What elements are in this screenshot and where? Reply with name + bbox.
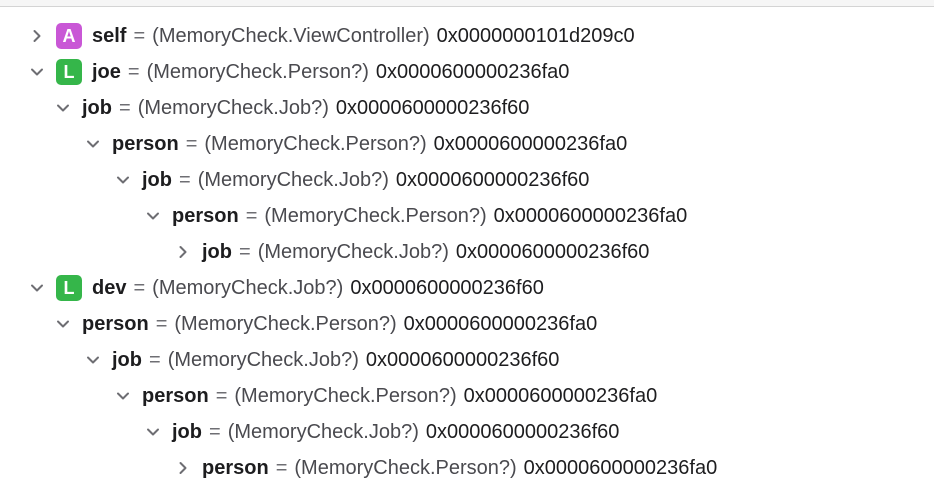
variable-type: (MemoryCheck.ViewController) [152, 24, 430, 47]
memory-address: 0x0000600000236fa0 [493, 204, 688, 227]
variable-type: (MemoryCheck.Job?) [137, 96, 329, 119]
top-divider [0, 0, 934, 7]
variable-name: joe [92, 60, 121, 83]
memory-address: 0x0000600000236fa0 [433, 132, 628, 155]
variable-row[interactable]: person = (MemoryCheck.Person?) 0x0000600000… [0, 198, 934, 234]
memory-address: 0x0000600000236f60 [335, 96, 530, 119]
variable-name: job [142, 168, 172, 191]
memory-address: 0x0000600000236f60 [455, 240, 650, 263]
variable-row[interactable]: job = (MemoryCheck.Job?) 0x0000600000236f60 [0, 234, 934, 270]
equals-sign: = [179, 168, 191, 191]
chevron-down-icon[interactable] [146, 209, 160, 223]
equals-sign: = [127, 60, 140, 83]
equals-sign: = [215, 384, 228, 407]
memory-address: 0x0000600000236fa0 [523, 456, 718, 479]
equals-sign: = [275, 456, 288, 479]
local-badge-icon: L [56, 275, 82, 301]
variable-type: (MemoryCheck.Person?) [146, 60, 369, 83]
equals-sign: = [185, 132, 198, 155]
variable-type: (MemoryCheck.Person?) [234, 384, 457, 407]
chevron-down-icon[interactable] [56, 101, 70, 115]
variable-row[interactable]: person = (MemoryCheck.Person?) 0x0000600000… [0, 306, 934, 342]
variable-type: (MemoryCheck.Job?) [197, 168, 389, 191]
variable-row[interactable]: person = (MemoryCheck.Person?) 0x0000600000… [0, 450, 934, 486]
variable-name: self [92, 24, 127, 47]
equals-sign: = [239, 240, 251, 263]
variable-name: person [142, 384, 209, 407]
chevron-down-icon[interactable] [146, 425, 160, 439]
variable-name: job [112, 348, 142, 371]
chevron-right-icon[interactable] [30, 29, 44, 43]
chevron-down-icon[interactable] [56, 317, 70, 331]
chevron-down-icon[interactable] [86, 137, 100, 151]
chevron-down-icon[interactable] [116, 389, 130, 403]
variable-name: person [202, 456, 269, 479]
chevron-down-icon[interactable] [30, 281, 44, 295]
variable-type: (MemoryCheck.Job?) [227, 420, 419, 443]
variable-name: person [172, 204, 239, 227]
variable-type: (MemoryCheck.Person?) [294, 456, 517, 479]
variable-row[interactable]: job = (MemoryCheck.Job?) 0x0000600000236f60 [0, 342, 934, 378]
memory-address: 0x0000600000236f60 [395, 168, 590, 191]
variable-name: job [82, 96, 112, 119]
memory-address: 0x0000600000236fa0 [403, 312, 598, 335]
variable-row[interactable]: person = (MemoryCheck.Person?) 0x0000600000… [0, 378, 934, 414]
variable-name: job [172, 420, 202, 443]
memory-address: 0x0000600000236f60 [425, 420, 620, 443]
equals-sign: = [155, 312, 168, 335]
variable-row[interactable]: job = (MemoryCheck.Job?) 0x0000600000236f60 [0, 90, 934, 126]
chevron-down-icon[interactable] [86, 353, 100, 367]
variable-row[interactable]: job = (MemoryCheck.Job?) 0x0000600000236f60 [0, 162, 934, 198]
memory-address: 0x0000600000236fa0 [463, 384, 658, 407]
equals-sign: = [133, 276, 146, 299]
chevron-down-icon[interactable] [116, 173, 130, 187]
variable-name: dev [92, 276, 127, 299]
equals-sign: = [119, 96, 131, 119]
variable-type: (MemoryCheck.Person?) [174, 312, 397, 335]
variable-name: person [82, 312, 149, 335]
variable-type: (MemoryCheck.Person?) [204, 132, 427, 155]
memory-address: 0x0000600000236f60 [365, 348, 560, 371]
chevron-right-icon[interactable] [176, 245, 190, 259]
variable-row[interactable]: person = (MemoryCheck.Person?) 0x0000600000… [0, 126, 934, 162]
equals-sign: = [149, 348, 161, 371]
variable-name: job [202, 240, 232, 263]
memory-address: 0x0000600000236fa0 [375, 60, 570, 83]
equals-sign: = [209, 420, 221, 443]
chevron-right-icon[interactable] [176, 461, 190, 475]
local-badge-icon: L [56, 59, 82, 85]
equals-sign: = [245, 204, 258, 227]
memory-address: 0x0000000101d209c0 [436, 24, 635, 47]
chevron-down-icon[interactable] [30, 65, 44, 79]
variable-row[interactable]: job = (MemoryCheck.Job?) 0x0000600000236f60 [0, 414, 934, 450]
variable-type: (MemoryCheck.Job?) [257, 240, 449, 263]
equals-sign: = [133, 24, 146, 47]
memory-address: 0x0000600000236f60 [350, 276, 544, 299]
variable-type: (MemoryCheck.Person?) [264, 204, 487, 227]
argument-badge-icon: A [56, 23, 82, 49]
variable-name: person [112, 132, 179, 155]
variable-type: (MemoryCheck.Job?) [152, 276, 344, 299]
variable-type: (MemoryCheck.Job?) [167, 348, 359, 371]
